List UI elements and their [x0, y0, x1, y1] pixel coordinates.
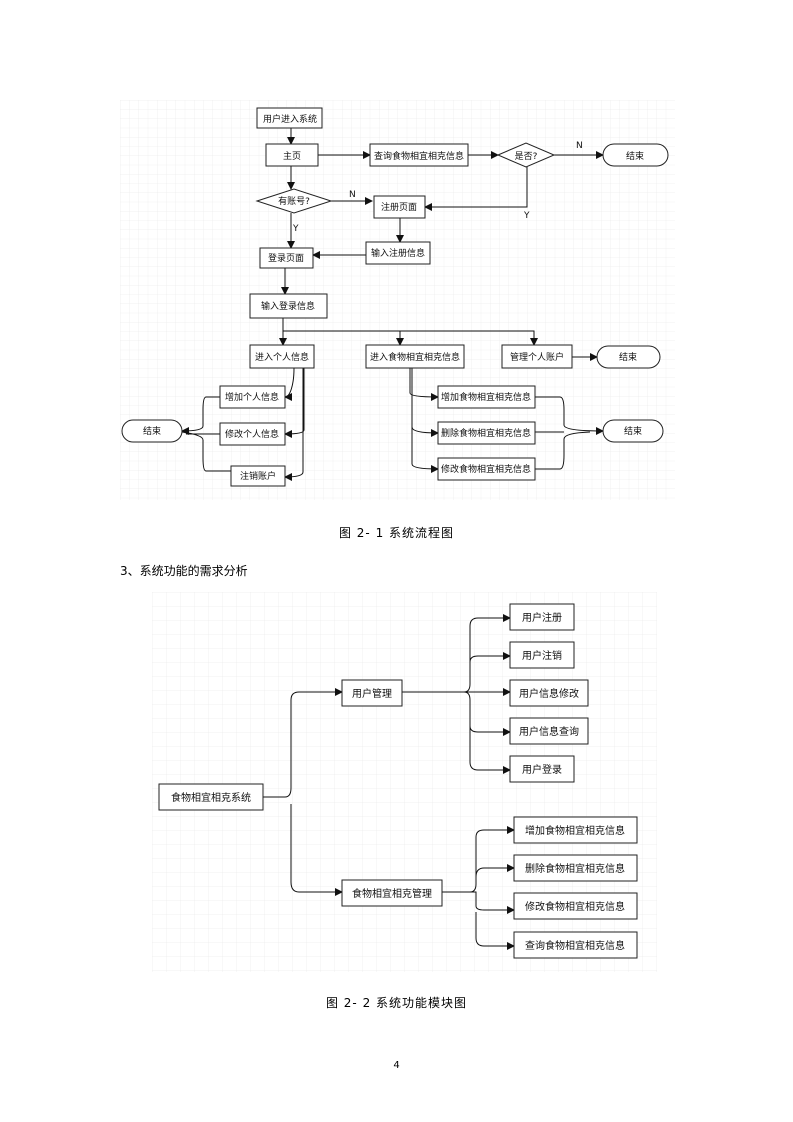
- module-root-box: [158, 783, 264, 811]
- node-manage-label: 管理个人账户: [510, 351, 564, 363]
- node-account-label: 有账号?: [278, 195, 310, 207]
- module-user-child-box: [509, 641, 575, 669]
- node-editfood-box: [437, 457, 536, 481]
- edge-label-y2: Y: [292, 224, 299, 234]
- node-enter-box: [256, 107, 323, 129]
- node-end1-label: 结束: [626, 150, 644, 162]
- node-reginfo-box: [365, 241, 431, 265]
- node-query-box: [369, 143, 469, 167]
- node-logininfo-box: [249, 293, 328, 319]
- module-user-child-label: 用户信息查询: [519, 725, 579, 738]
- node-editfood-label: 修改食物相宜相克信息: [441, 463, 531, 475]
- node-end2-label: 结束: [619, 351, 637, 363]
- module-user-child-box: [509, 603, 575, 631]
- node-delfood-label: 删除食物相宜相克信息: [441, 427, 531, 439]
- section-heading: 3、系统功能的需求分析: [120, 564, 248, 578]
- module-food-child-box: [513, 854, 638, 882]
- module-food-label: 食物相宜相克管理: [352, 887, 432, 900]
- node-addpersonal-label: 增加个人信息: [225, 391, 279, 403]
- node-register-box: [373, 195, 426, 219]
- node-logout-box: [230, 465, 286, 487]
- module-root-label: 食物相宜相克系统: [171, 791, 251, 804]
- module-food-child-label: 查询食物相宜相克信息: [525, 939, 625, 952]
- node-foodinfo-label: 进入食物相宜相克信息: [370, 351, 460, 363]
- module-user-label: 用户管理: [352, 687, 392, 700]
- node-addfood-box: [437, 385, 536, 409]
- node-exit-label: 是否?: [515, 151, 538, 162]
- node-editpersonal-box: [219, 422, 286, 446]
- module-user-child-label: 用户注销: [522, 649, 562, 662]
- node-addfood-label: 增加食物相宜相克信息: [441, 391, 531, 403]
- module-user-box: [341, 679, 403, 707]
- node-end2-box: [596, 345, 661, 369]
- node-reginfo-label: 输入注册信息: [371, 247, 425, 259]
- module-food-child-label: 删除食物相宜相克信息: [525, 862, 625, 875]
- system-flowchart: 用户进入系统 主页 查询食物相宜相克信息 是否? 结束 有账号? 注册页面 输入…: [120, 100, 675, 500]
- figure2-caption: 图 2- 2 系统功能模块图: [325, 996, 468, 1010]
- node-personal-box: [249, 344, 315, 369]
- node-query-label: 查询食物相宜相克信息: [374, 150, 464, 162]
- page-number: 4: [393, 1060, 400, 1071]
- node-logout-label: 注销账户: [240, 470, 276, 482]
- edge-label-n1: N: [576, 141, 583, 151]
- module-food-child-box: [513, 931, 638, 959]
- node-manage-box: [501, 344, 573, 369]
- function-module-diagram: 食物相宜相克系统 用户管理 食物相宜相克管理 用户注册 用户注销 用户信息修改 …: [152, 592, 657, 972]
- node-login-label: 登录页面: [268, 253, 304, 264]
- module-food-child-box: [513, 816, 638, 844]
- node-login-box: [259, 247, 314, 269]
- module-food-box: [341, 879, 443, 907]
- module-user-child-label: 用户信息修改: [519, 687, 579, 700]
- figure1-caption: 图 2- 1 系统流程图: [338, 526, 455, 540]
- edge-label-n2: N: [349, 190, 356, 200]
- node-end3-box: [121, 419, 183, 443]
- edge-label-y1: Y: [523, 211, 530, 221]
- node-home-box: [265, 143, 319, 167]
- module-user-child-box: [509, 755, 575, 783]
- node-logininfo-label: 输入登录信息: [261, 300, 315, 312]
- node-end1-box: [602, 143, 669, 167]
- node-enter-label: 用户进入系统: [263, 113, 317, 125]
- node-foodinfo-box: [365, 344, 465, 369]
- node-end4-label: 结束: [624, 425, 642, 437]
- node-account-decision: [255, 188, 333, 214]
- module-user-child-label: 用户注册: [522, 611, 562, 624]
- node-editpersonal-label: 修改个人信息: [225, 428, 279, 440]
- module-user-child-label: 用户登录: [522, 763, 562, 776]
- module-food-child-label: 增加食物相宜相克信息: [525, 824, 625, 837]
- module-food-child-box: [513, 892, 638, 920]
- module-user-child-box: [509, 717, 589, 745]
- node-home-label: 主页: [283, 150, 301, 162]
- node-personal-label: 进入个人信息: [255, 351, 309, 363]
- node-addpersonal-box: [219, 385, 286, 409]
- node-end3-label: 结束: [143, 425, 161, 437]
- node-delfood-box: [437, 421, 536, 445]
- node-end4-box: [602, 419, 664, 443]
- node-register-label: 注册页面: [381, 201, 417, 213]
- grid-background: [120, 100, 675, 500]
- module-user-child-box: [509, 679, 589, 707]
- module-food-child-label: 修改食物相宜相克信息: [525, 900, 625, 913]
- node-exit-decision: [496, 142, 556, 168]
